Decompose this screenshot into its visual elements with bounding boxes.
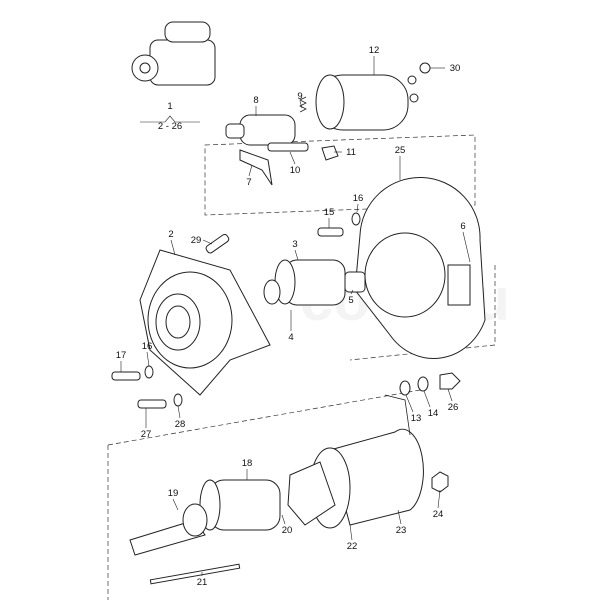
- group-bracket: [140, 115, 200, 123]
- label-5: 5: [348, 295, 353, 306]
- label-18: 18: [242, 458, 253, 469]
- label-9: 9: [297, 91, 302, 102]
- label-17: 17: [116, 350, 127, 361]
- label-30: 30: [450, 63, 461, 74]
- bracket-clip: [321, 145, 339, 161]
- label-2: 2: [168, 229, 173, 240]
- label-29: 29: [191, 235, 202, 246]
- solenoid-group-frame: [204, 134, 476, 216]
- armature: [263, 259, 366, 306]
- label-25: 25: [395, 145, 406, 156]
- leader-lines: [120, 56, 471, 576]
- nut-14: [417, 376, 429, 392]
- label-19: 19: [168, 488, 179, 499]
- plunger: [225, 114, 296, 146]
- tie-rod: [149, 563, 241, 585]
- starter-assembly-thumbnail: [131, 21, 216, 86]
- label-4: 4: [288, 332, 293, 343]
- label-14: 14: [428, 408, 439, 419]
- label-8: 8: [253, 95, 258, 106]
- bolt-17: [111, 371, 141, 381]
- brush-holder: [287, 461, 336, 526]
- engaging-fork: [239, 149, 273, 186]
- label-7: 7: [246, 177, 251, 188]
- label-15: 15: [324, 207, 335, 218]
- bolt-29: [205, 233, 230, 254]
- label-28: 28: [175, 419, 186, 430]
- label-13: 13: [411, 413, 422, 424]
- washer-28: [173, 393, 183, 407]
- spring: [299, 96, 307, 113]
- commutator-end-housing: [354, 177, 486, 359]
- label-27: 27: [141, 429, 152, 440]
- rotor-armature: [129, 479, 281, 556]
- label-22: 22: [347, 541, 358, 552]
- solenoid-switch: [315, 62, 431, 131]
- cap-26: [439, 372, 461, 390]
- drive-end-bracket: [139, 249, 271, 396]
- bolt-27: [137, 399, 167, 409]
- washer-16b: [144, 365, 154, 379]
- label-10: 10: [290, 165, 301, 176]
- label-16b: 16: [142, 341, 153, 352]
- bolt-15: [317, 227, 344, 237]
- label-6: 6: [460, 221, 465, 232]
- nut-24: [431, 471, 449, 493]
- washer-16a: [351, 212, 361, 226]
- label-1: 1: [167, 101, 172, 112]
- label-20: 20: [282, 525, 293, 536]
- label-16a: 16: [353, 193, 364, 204]
- label-26: 26: [448, 402, 459, 413]
- label-11: 11: [346, 147, 356, 158]
- label-3: 3: [292, 239, 297, 250]
- label-21: 21: [197, 577, 208, 588]
- label-12: 12: [369, 45, 380, 56]
- label-23: 23: [396, 525, 407, 536]
- label-2-26: 2 - 26: [158, 121, 182, 132]
- pin: [267, 142, 309, 152]
- label-24: 24: [433, 509, 444, 520]
- washer-13: [399, 380, 411, 396]
- motor-group-frame: [107, 265, 496, 600]
